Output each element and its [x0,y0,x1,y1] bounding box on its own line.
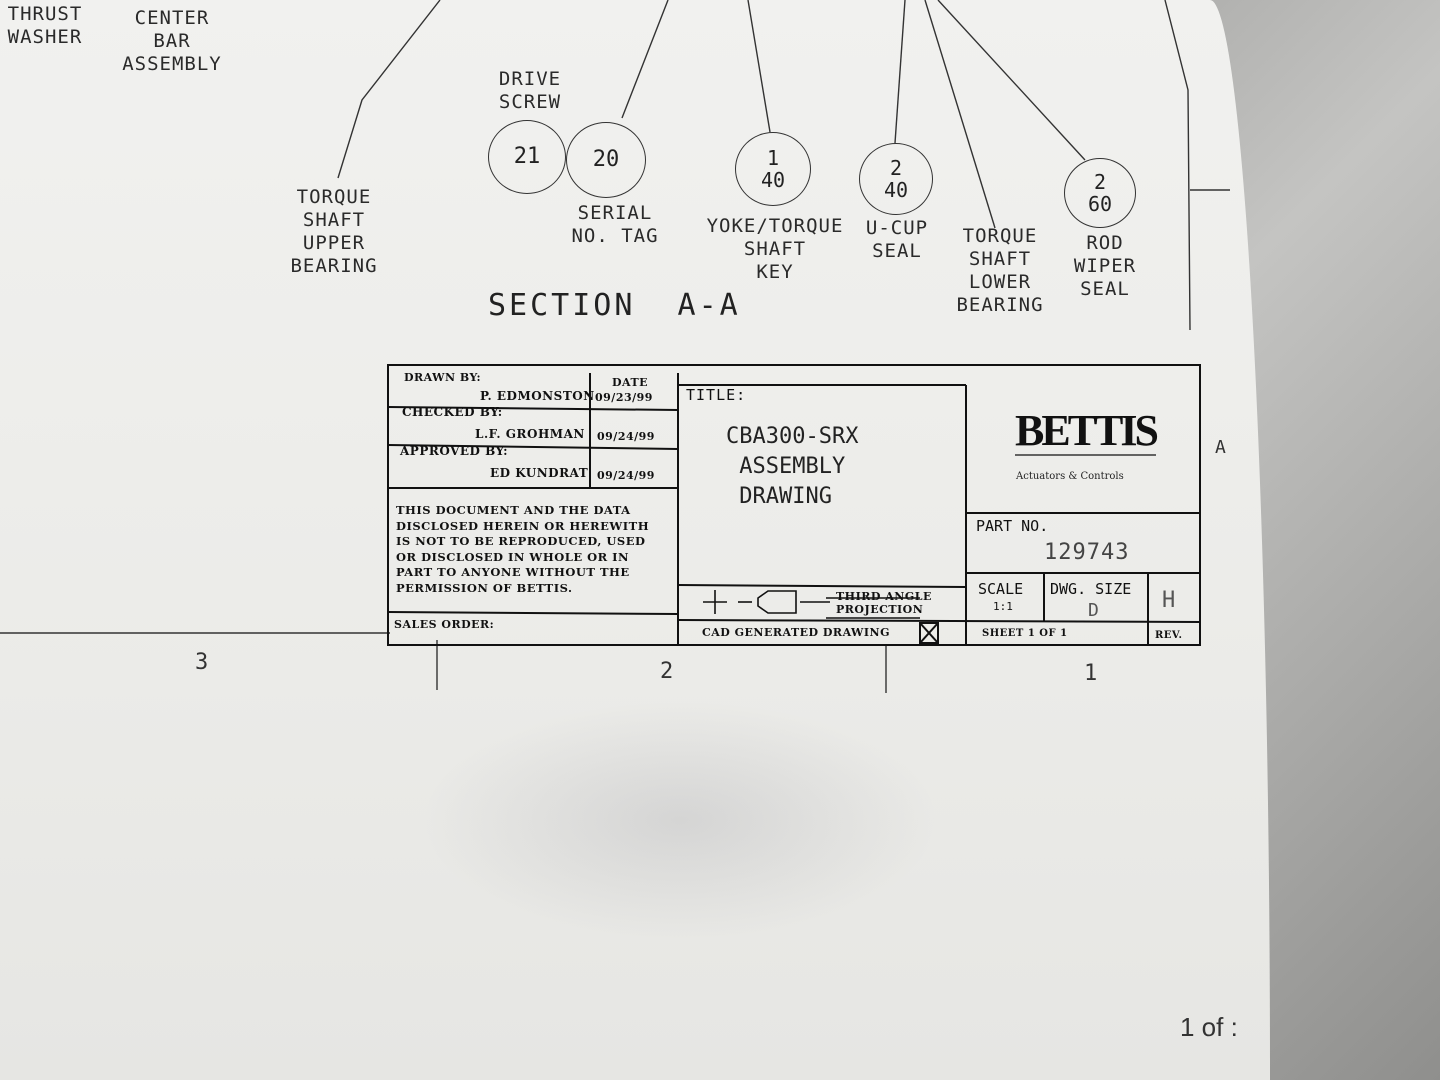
leader-lower-bearing [924,0,996,229]
label-u-cup-seal: U-CUP SEAL [865,217,929,262]
label-yoke-torque-shaft-key: YOKE/TORQUE SHAFT KEY [706,215,844,283]
balloon-21: 21 [488,120,566,194]
label-rod-wiper-seal: ROD WIPER SEAL [1073,232,1137,300]
balloon-yoke-item: 40 [760,168,786,192]
checked-by-name: L.F. GROHMAN [475,427,585,441]
label-center-bar-assembly: CENTER BAR ASSEMBLY [122,7,222,75]
revision-value: H [1162,588,1176,613]
drawing-title: CBA300-SRX ASSEMBLY DRAWING [726,424,859,509]
leader-ucup [894,0,906,144]
drawn-by-name: P. EDMONSTON [480,389,595,403]
bettis-logo: BETTIS [1015,406,1159,455]
checked-date: 09/24/99 [597,430,655,443]
leader-serial-tag [621,0,669,119]
leader-yoke-key [747,0,771,133]
logo-subtitle: Actuators & Controls [1016,471,1124,482]
label-torque-shaft-lower-bearing: TORQUE SHAFT LOWER BEARING [956,225,1044,316]
balloon-rod-wiper: 2 60 [1064,158,1136,228]
leader-upper-bearing [337,0,441,179]
dwg-size-label: DWG. SIZE [1050,580,1132,598]
part-no-label: PART NO. [976,517,1049,535]
cad-generated-label: CAD GENERATED DRAWING [702,626,891,639]
balloon-yoke-qty: 1 [766,146,780,170]
balloon-20-value: 20 [592,147,620,172]
shadow [420,700,940,940]
zone-3: 3 [195,650,209,675]
projection-label: THIRD ANGLE PROJECTION [836,590,932,616]
checked-by-label: CHECKED BY: [402,405,503,419]
zone-row-a: A [1215,437,1226,458]
label-thrust-washer: THRUST WASHER [7,3,83,48]
drawn-by-label: DRAWN BY: [404,371,482,384]
label-drive-screw: DRIVE SCREW [498,68,562,113]
projection-symbol [703,590,920,619]
leader-rod-wiper [937,0,1086,161]
balloon-rod-qty: 2 [1093,170,1107,194]
title-label: TITLE: [686,386,747,404]
date-label: DATE [612,376,649,389]
disclaimer-text: THIS DOCUMENT AND THE DATA DISCLOSED HER… [396,503,650,595]
outline-curve [1164,0,1191,331]
scale-label: SCALE [978,580,1024,598]
section-title: SECTION A-A [488,288,741,323]
balloon-rod-item: 60 [1087,192,1113,216]
approved-by-name: ED KUNDRAT [490,466,589,480]
label-serial-tag: SERIAL NO. TAG [571,202,659,247]
dwg-size-value: D [1088,600,1099,621]
balloon-20: 20 [566,122,646,198]
approved-by-label: APPROVED BY: [400,444,509,458]
zone-1: 1 [1084,661,1098,686]
balloon-ucup-qty: 2 [889,156,903,180]
rev-label: REV. [1155,630,1183,641]
scale-value: 1:1 [993,600,1013,613]
balloon-u-cup: 2 40 [859,143,933,215]
drawn-date: 09/23/99 [595,391,653,404]
balloon-ucup-item: 40 [883,178,909,202]
balloon-21-value: 21 [513,144,541,169]
zone-2: 2 [660,659,674,684]
sheet-count: SHEET 1 OF 1 [982,628,1068,639]
sales-order-label: SALES ORDER: [394,618,495,631]
part-number: 129743 [1044,540,1130,565]
page-indicator: 1 of : [1180,1012,1238,1042]
label-torque-shaft-upper-bearing: TORQUE SHAFT UPPER BEARING [290,186,378,277]
balloon-yoke-key: 1 40 [735,132,811,206]
approved-date: 09/24/99 [597,469,655,482]
title-block-grid [387,364,1201,646]
